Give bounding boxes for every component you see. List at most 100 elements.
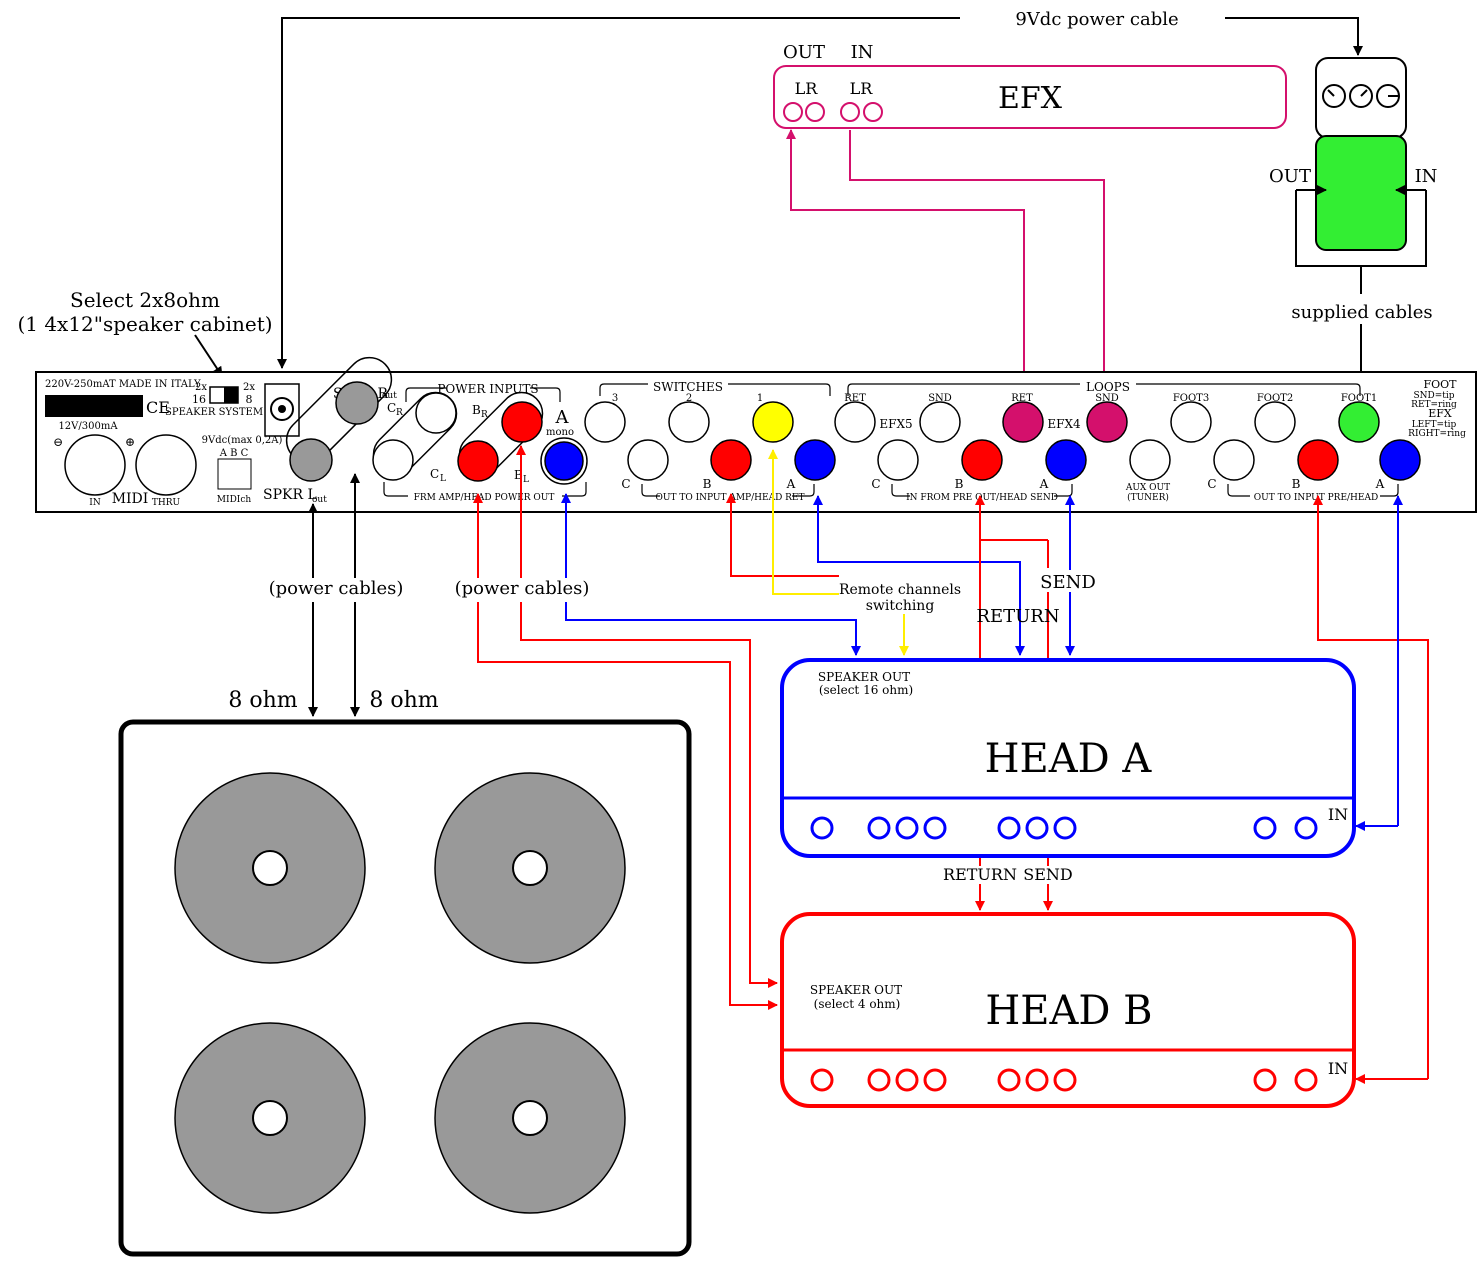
- switch-1-label: 1: [757, 393, 763, 404]
- efx4-ret-jack[interactable]: [1002, 401, 1044, 443]
- c-r-label: C: [387, 401, 396, 415]
- select-cabinet-label: (1 4x12"speaker cabinet): [17, 312, 272, 336]
- snd-tip-label: SND=tip: [1413, 391, 1454, 401]
- power-cable-9vdc: [277, 17, 1363, 369]
- midi-in-label: IN: [89, 498, 101, 508]
- efx-out-label: OUT: [783, 42, 825, 63]
- abc-label: A B C: [219, 448, 249, 459]
- efx5-snd-label: SND: [928, 393, 952, 404]
- foot2-jack[interactable]: [1254, 401, 1296, 443]
- head-a-in-label: IN: [1328, 805, 1348, 824]
- head-b-jack[interactable]: [1253, 1068, 1277, 1092]
- spkr-l-out-jack[interactable]: [289, 438, 333, 482]
- power-a-mono-jack[interactable]: [544, 441, 584, 481]
- efx5-ret-jack[interactable]: [834, 401, 876, 443]
- switch-b-label: B: [703, 477, 712, 491]
- loop-a-jack[interactable]: [1045, 439, 1087, 481]
- switches-label: SWITCHES: [653, 380, 723, 394]
- midi-thru-jack[interactable]: [135, 434, 197, 496]
- power-c-r-jack[interactable]: [415, 392, 457, 434]
- switch-a-jack[interactable]: [794, 439, 836, 481]
- supplied-cables-label: supplied cables: [1291, 302, 1432, 323]
- power-inputs-label: POWER INPUTS: [437, 382, 538, 396]
- dc-in-label: 9Vdc(max 0,2A): [202, 435, 283, 446]
- in-from-pre-label: IN FROM PRE OUT/HEAD SEND: [906, 493, 1058, 503]
- made-in-label: 220V-250mAT MADE IN ITALY: [45, 379, 201, 390]
- b-l-label: B: [514, 468, 523, 482]
- switch-b-jack[interactable]: [710, 439, 752, 481]
- speaker-outs: SPKR R out SPKR L out: [263, 356, 397, 505]
- head-b-jack[interactable]: [923, 1068, 947, 1092]
- switch-3-jack[interactable]: [584, 401, 626, 443]
- head-b-select: (select 4 ohm): [814, 997, 901, 1011]
- head-a-jack[interactable]: [1253, 816, 1277, 840]
- head-b-jack[interactable]: [997, 1068, 1021, 1092]
- a-mono-label: A: [555, 407, 570, 428]
- spkr-r-out-jack[interactable]: [335, 381, 379, 425]
- head-b-in-label: IN: [1328, 1059, 1348, 1078]
- power-c-l-jack[interactable]: [372, 439, 414, 481]
- head-b-jack[interactable]: [895, 1068, 919, 1092]
- head-a-jack[interactable]: [867, 816, 891, 840]
- loop-b-jack[interactable]: [961, 439, 1003, 481]
- remote-label-1: Remote channels: [839, 582, 961, 598]
- efx5-snd-jack[interactable]: [919, 401, 961, 443]
- head-b-jack[interactable]: [1053, 1068, 1077, 1092]
- switch-1-jack[interactable]: [752, 401, 794, 443]
- power-inputs-section: POWER INPUTS C R C L B R B L A mono FRM …: [372, 382, 588, 503]
- b-l-sub: L: [523, 475, 529, 485]
- switch-return-cables: [726, 449, 1025, 656]
- head-a-to-b-cables: [975, 858, 1053, 911]
- efx4-ret-label: RET: [1011, 393, 1033, 404]
- efx-out-lr: LR: [795, 79, 819, 98]
- power-b-r-jack[interactable]: [501, 401, 543, 443]
- c-r-sub: R: [396, 408, 403, 418]
- left-tip-label: LEFT=tip: [1412, 420, 1457, 430]
- loops-section: LOOPS RET SND RET SND EFX5 EFX4 C B A IN…: [834, 378, 1466, 503]
- foot-a-jack[interactable]: [1379, 439, 1421, 481]
- frm-amp-label: FRM AMP/HEAD POWER OUT: [414, 493, 555, 503]
- head-a-jack[interactable]: [1053, 816, 1077, 840]
- efx-out-l-jack: [783, 102, 803, 122]
- midi-in-jack[interactable]: [64, 434, 126, 496]
- efx-out-r-jack: [805, 102, 825, 122]
- head-a-jack[interactable]: [810, 816, 834, 840]
- foot-c-jack[interactable]: [1213, 439, 1255, 481]
- head-a-jack[interactable]: [1025, 816, 1049, 840]
- efx5-label: EFX5: [879, 417, 912, 431]
- switch-c-jack[interactable]: [627, 439, 669, 481]
- foot-a-label: A: [1375, 477, 1385, 491]
- select-ohm-label: Select 2x8ohm: [70, 288, 220, 312]
- head-b-in-jack[interactable]: [1294, 1068, 1318, 1092]
- head-b-title: HEAD B: [985, 988, 1152, 1034]
- head-a-select: (select 16 ohm): [819, 683, 913, 697]
- head-a-jack[interactable]: [923, 816, 947, 840]
- head-b-jack[interactable]: [867, 1068, 891, 1092]
- foot1-jack[interactable]: [1338, 401, 1380, 443]
- remote-label-2: switching: [866, 598, 935, 614]
- pedal-out-label: OUT: [1269, 166, 1311, 187]
- head-b-jack[interactable]: [1025, 1068, 1049, 1092]
- head-a: HEAD A SPEAKER OUT (select 16 ohm) IN: [780, 658, 1356, 858]
- midi-label: MIDI: [112, 491, 149, 507]
- head-b-jack[interactable]: [810, 1068, 834, 1092]
- footswitch-pedal: OUT IN: [1269, 57, 1437, 267]
- pre-cables: [1313, 495, 1429, 1084]
- midi-thru-label: THRU: [152, 498, 181, 508]
- head-a-in-jack[interactable]: [1294, 816, 1318, 840]
- loop-c-jack[interactable]: [877, 439, 919, 481]
- head-a-jack[interactable]: [997, 816, 1021, 840]
- foot-b-jack[interactable]: [1297, 439, 1339, 481]
- efx4-snd-jack[interactable]: [1086, 401, 1128, 443]
- loop-cables: [975, 495, 1075, 658]
- power-b-l-jack[interactable]: [457, 440, 499, 482]
- foot3-jack[interactable]: [1170, 401, 1212, 443]
- head-a-jack[interactable]: [895, 816, 919, 840]
- tuner-label: (TUNER): [1127, 492, 1169, 503]
- speaker-select-switch[interactable]: [209, 386, 239, 404]
- foot-c-label: C: [1207, 477, 1216, 491]
- switch-2-jack[interactable]: [668, 401, 710, 443]
- speaker-cables: [308, 473, 360, 717]
- midi-channel-switch[interactable]: [217, 458, 252, 490]
- aux-out-jack[interactable]: [1129, 439, 1171, 481]
